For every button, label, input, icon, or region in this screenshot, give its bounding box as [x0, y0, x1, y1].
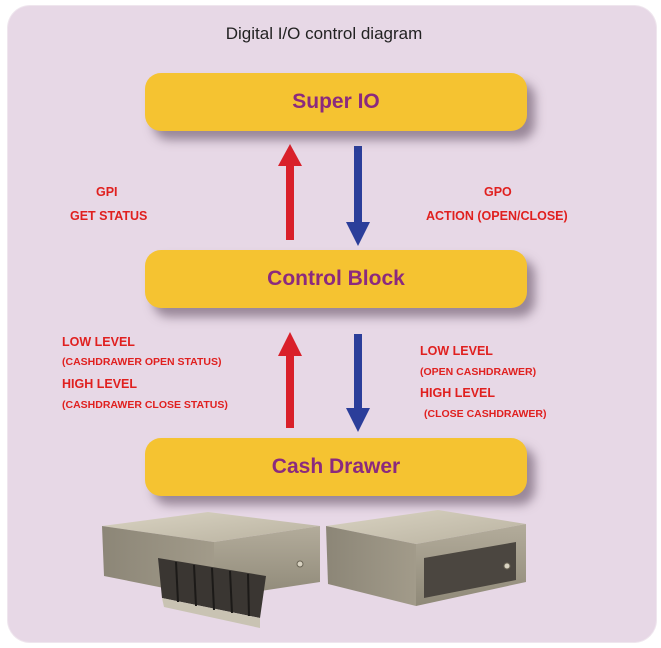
open-cashdrawer-label: (OPEN CASHDRAWER) — [420, 366, 537, 378]
low-level-right-label: LOW LEVEL — [420, 344, 493, 358]
cash-drawer-block: Cash Drawer — [145, 438, 527, 496]
open-cash-drawer-image — [102, 512, 320, 628]
arrow-up-gpi — [278, 144, 302, 240]
super-io-block: Super IO — [145, 73, 527, 131]
arrow-up-status — [278, 332, 302, 428]
high-level-right-label: HIGH LEVEL — [420, 386, 496, 400]
closed-cash-drawer-image — [326, 510, 526, 606]
arrow-down-action — [346, 334, 370, 432]
get-status-label: GET STATUS — [70, 209, 148, 223]
control-block: Control Block — [145, 250, 527, 308]
diagram-title: Digital I/O control diagram — [225, 24, 423, 43]
super-io-label: Super IO — [292, 90, 380, 113]
low-level-left-label: LOW LEVEL — [62, 335, 135, 349]
gpi-label: GPI — [96, 185, 118, 199]
cash-drawer-label: Cash Drawer — [271, 455, 401, 478]
cash-drawer-illustrations — [102, 510, 526, 628]
gpo-label: GPO — [484, 185, 512, 199]
diagram-panel: Digital I/O control diagram Super IO Con… — [8, 6, 656, 642]
high-level-left-label: HIGH LEVEL — [62, 377, 138, 391]
action-label: ACTION (OPEN/CLOSE) — [426, 209, 568, 223]
open-status-label: (CASHDRAWER OPEN STATUS) — [62, 356, 222, 368]
flow-arrows — [278, 144, 370, 432]
close-cashdrawer-label: (CLOSE CASHDRAWER) — [424, 408, 547, 420]
close-status-label: (CASHDRAWER CLOSE STATUS) — [62, 399, 228, 411]
arrow-down-gpo — [346, 146, 370, 246]
control-block-label: Control Block — [267, 267, 405, 290]
